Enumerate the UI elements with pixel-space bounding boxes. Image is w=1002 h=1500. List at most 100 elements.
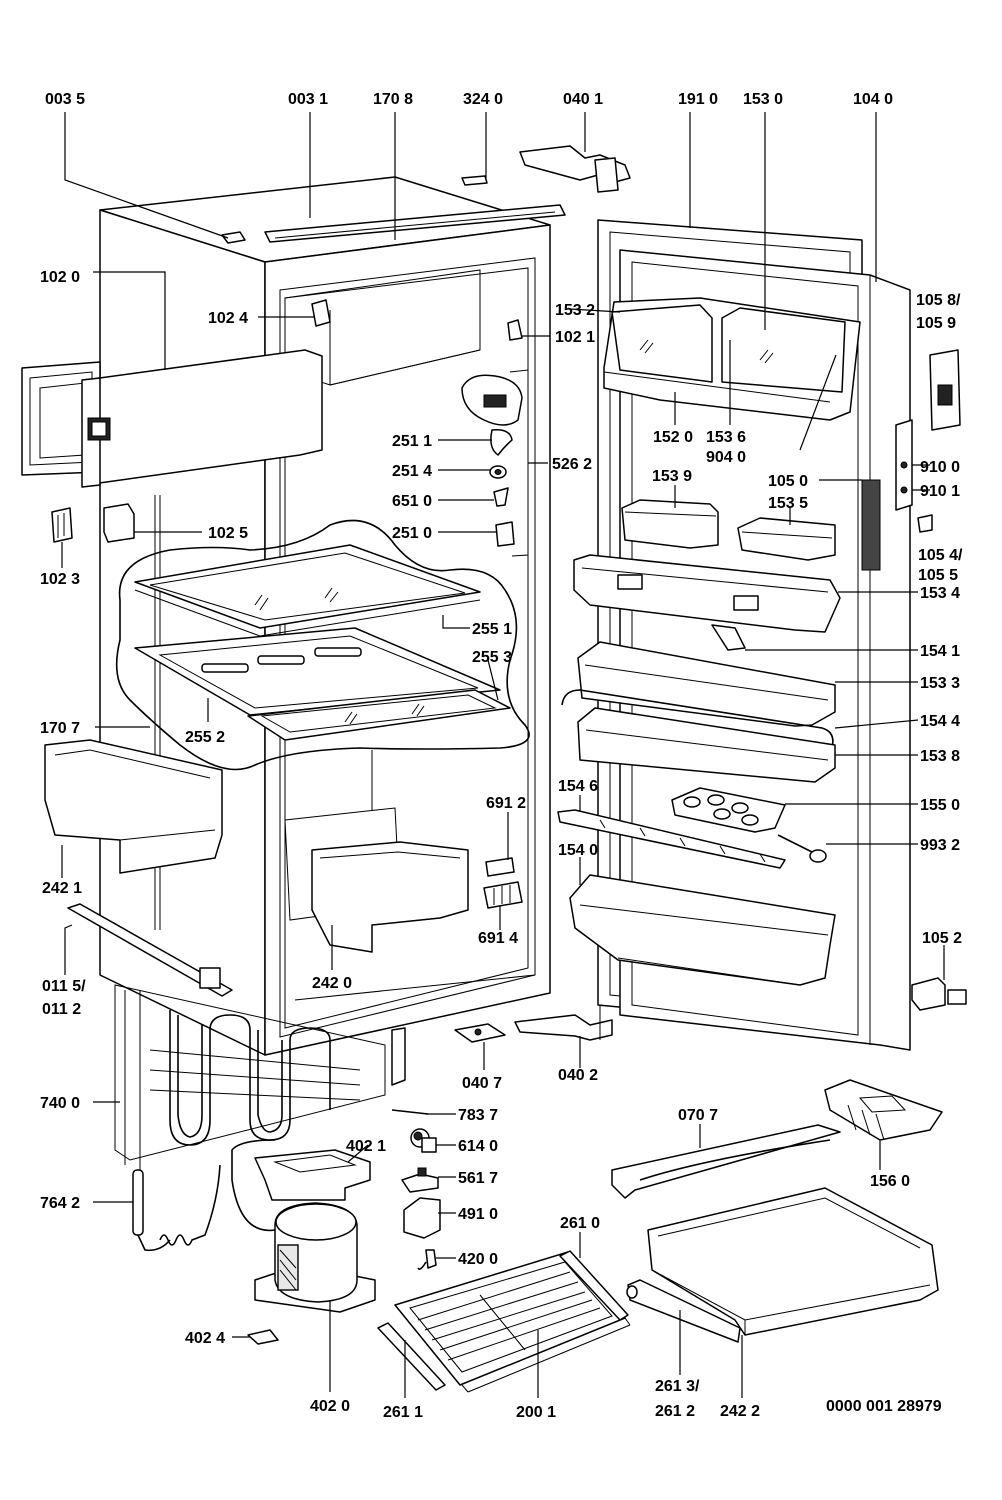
label-0115: 011 5/ (42, 978, 86, 995)
compressor (231, 1139, 376, 1313)
label-0112: 011 2 (42, 1001, 81, 1018)
label-0407: 040 7 (462, 1075, 502, 1092)
label-1532: 153 2 (555, 302, 595, 319)
label-4020: 402 0 (310, 1398, 350, 1415)
label-4021: 402 1 (346, 1138, 386, 1155)
label-1520: 152 0 (653, 429, 693, 446)
label-7400: 740 0 (40, 1095, 80, 1112)
label-5262: 526 2 (552, 456, 592, 473)
label-2511: 251 1 (392, 433, 432, 450)
light-switch-parts (483, 857, 523, 909)
label-9100: 910 0 (920, 459, 960, 476)
door-dairy-compartment (603, 297, 861, 421)
hinges (454, 145, 631, 1043)
label-1546: 154 6 (558, 778, 598, 795)
drawer-rail (626, 1279, 741, 1343)
hinge-parts (51, 299, 523, 543)
sensor-993-2 (777, 834, 827, 863)
door-shelf-153-4 (573, 554, 841, 633)
label-4910: 491 0 (458, 1206, 498, 1223)
part-labels: 003 5 003 1 170 8 324 0 040 1 191 0 153 … (40, 91, 963, 1421)
label-2612: 261 2 (655, 1403, 695, 1420)
label-2514: 251 4 (392, 463, 432, 480)
label-6914: 691 4 (478, 930, 518, 947)
label-1539: 153 9 (652, 468, 692, 485)
door-shelf-153-8 (561, 689, 836, 783)
label-1025: 102 5 (208, 525, 248, 542)
label-3240: 324 0 (463, 91, 503, 108)
base-rail (67, 903, 233, 997)
bottle-shelf (569, 874, 836, 986)
egg-tray (671, 787, 786, 833)
label-7837: 783 7 (458, 1107, 498, 1124)
label-1550: 155 0 (920, 797, 960, 814)
label-2553: 255 3 (472, 649, 512, 666)
label-1910: 191 0 (678, 91, 718, 108)
label-1560: 156 0 (870, 1173, 910, 1190)
condenser-coil (114, 984, 406, 1170)
label-6140: 614 0 (458, 1138, 498, 1155)
label-1021: 102 1 (555, 329, 595, 346)
label-1534: 153 4 (920, 585, 960, 602)
label-2551: 255 1 (472, 621, 512, 638)
label-1040: 104 0 (853, 91, 893, 108)
label-6912: 691 2 (486, 795, 526, 812)
label-0035: 003 5 (45, 91, 85, 108)
label-1050: 105 0 (768, 473, 808, 490)
crisper-242-1 (44, 739, 223, 874)
glass-shelves-group (115, 519, 530, 771)
door-shelf-153-3 (577, 641, 836, 727)
label-1538: 153 8 (920, 748, 960, 765)
label-4024: 402 4 (185, 1330, 225, 1347)
label-0707: 070 7 (678, 1107, 718, 1124)
crisper-242-0 (311, 841, 469, 953)
bottle-retainer (557, 809, 786, 869)
label-1708: 170 8 (373, 91, 413, 108)
compressor-tray (254, 1149, 371, 1201)
label-2611: 261 1 (383, 1404, 423, 1421)
label-1055: 105 5 (918, 567, 958, 584)
freezer-door (21, 349, 323, 488)
label-2610: 261 0 (560, 1215, 600, 1232)
freezer-drawer (647, 1187, 939, 1336)
dryer-filter (132, 1164, 221, 1252)
label-2420: 242 0 (312, 975, 352, 992)
label-2421: 242 1 (42, 880, 82, 897)
label-1530: 153 0 (743, 91, 783, 108)
retainer-154-1 (711, 624, 746, 651)
label-1020: 102 0 (40, 269, 80, 286)
label-0031: 003 1 (288, 91, 328, 108)
label-1544: 154 4 (920, 713, 960, 730)
label-1052: 105 2 (922, 930, 962, 947)
document-number: 0000 001 28979 (826, 1398, 942, 1415)
label-9932: 993 2 (920, 837, 960, 854)
cover-strip (611, 1124, 841, 1199)
label-6510: 651 0 (392, 493, 432, 510)
label-1536: 153 6 (706, 429, 746, 446)
wire-grid-shelf (394, 1251, 631, 1393)
label-9101: 910 1 (920, 483, 960, 500)
label-2001: 200 1 (516, 1404, 556, 1421)
label-9040: 904 0 (706, 449, 746, 466)
label-1540: 154 0 (558, 842, 598, 859)
label-1535: 153 5 (768, 495, 808, 512)
label-4200: 420 0 (458, 1251, 498, 1268)
door-small-boxes (621, 499, 836, 561)
label-1024: 102 4 (208, 310, 248, 327)
label-2510: 251 0 (392, 525, 432, 542)
label-1707: 170 7 (40, 720, 80, 737)
ice-cube-tray (824, 1079, 943, 1141)
label-1533: 153 3 (920, 675, 960, 692)
label-2422: 242 2 (720, 1403, 760, 1420)
label-7642: 764 2 (40, 1195, 80, 1212)
label-1059: 105 9 (916, 315, 956, 332)
small-electrical-parts (247, 1109, 441, 1345)
label-1541: 154 1 (920, 643, 960, 660)
label-1054: 105 4/ (918, 547, 963, 564)
label-5617: 561 7 (458, 1170, 498, 1187)
label-2552: 255 2 (185, 729, 225, 746)
label-1023: 102 3 (40, 571, 80, 588)
leader-lines (61, 112, 945, 1398)
label-2613: 261 3/ (655, 1378, 700, 1395)
